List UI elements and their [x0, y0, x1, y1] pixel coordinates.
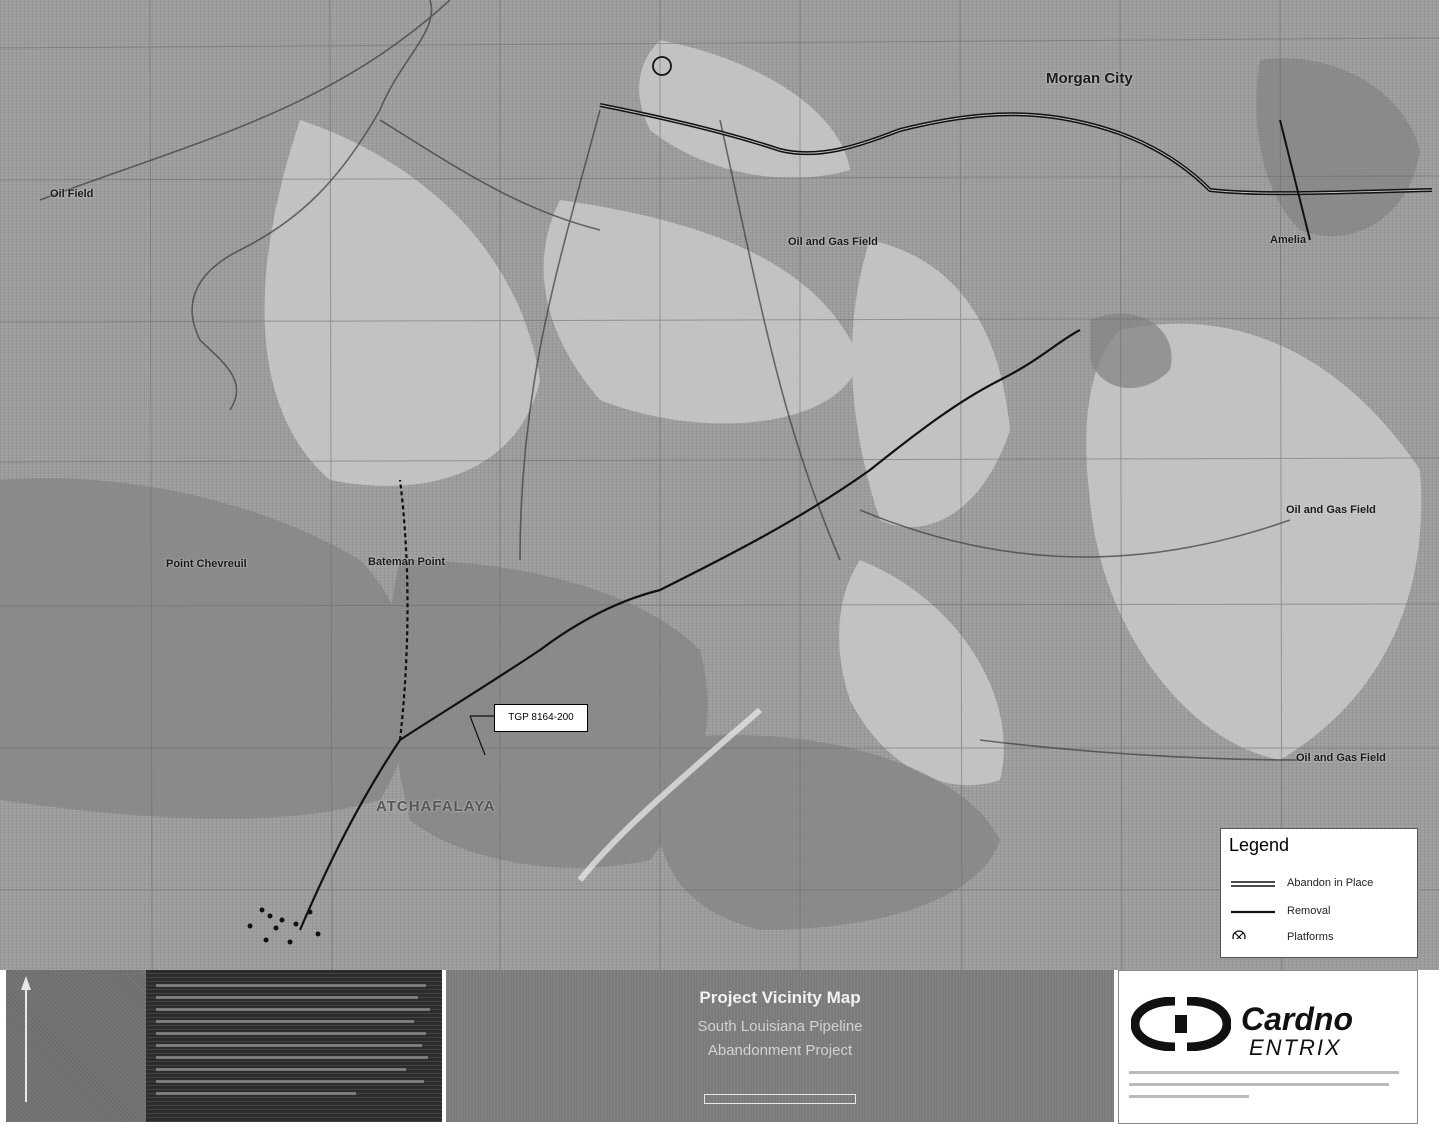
removal-line-icon	[1231, 910, 1275, 914]
legend-item-removal: Removal	[1231, 903, 1411, 923]
north-arrow-panel	[6, 970, 146, 1122]
address-line-1	[1129, 1071, 1399, 1074]
map-notes-panel	[146, 970, 442, 1122]
legend-item-abandon-in-place: Abandon in Place	[1231, 875, 1411, 895]
place-bateman-point: Bateman Point	[368, 556, 446, 568]
address-line-3	[1129, 1095, 1249, 1098]
pipeline-callout-tgp[interactable]: TGP 8164-200	[494, 704, 588, 732]
map-drawing	[0, 0, 1439, 970]
vicinity-map[interactable]: Morgan City Oil and Gas Field Oil and Ga…	[0, 0, 1439, 970]
title-block: Project Vicinity Map South Louisiana Pip…	[0, 970, 1439, 1126]
water-bodies	[0, 58, 1420, 930]
platform-icon	[1232, 930, 1246, 939]
logo-panel: Cardno ENTRIX	[1118, 970, 1418, 1124]
map-subtitle-1: South Louisiana Pipeline	[697, 1018, 863, 1035]
pipeline-removal[interactable]	[298, 329, 1081, 931]
navigation-channel	[577, 707, 762, 882]
section-grid	[0, 0, 1439, 970]
place-amelia: Amelia	[1270, 234, 1307, 246]
wetland-patches	[264, 40, 1422, 786]
address-line-2	[1129, 1083, 1389, 1086]
legend-label-removal: Removal	[1287, 905, 1331, 917]
north-arrow-icon	[21, 976, 31, 1102]
abandon-line-icon	[1231, 881, 1275, 887]
title-panel: Project Vicinity Map South Louisiana Pip…	[446, 970, 1114, 1122]
place-atchafalaya: ATCHAFALAYA	[376, 798, 496, 815]
roads	[39, 0, 1301, 761]
place-point-chevreuil: Point Chevreuil	[166, 558, 247, 570]
legend-label-abandon: Abandon in Place	[1287, 877, 1374, 889]
place-oil-field: Oil Field	[50, 188, 94, 200]
pipeline-abandon-in-place[interactable]	[599, 103, 1433, 241]
place-oil-gas-field-1: Oil and Gas Field	[788, 236, 878, 248]
callout-leader-2	[469, 715, 486, 756]
map-subtitle-2: Abandonment Project	[707, 1042, 853, 1059]
platform-markers[interactable]	[247, 56, 672, 945]
map-title: Project Vicinity Map	[699, 988, 861, 1007]
place-morgan-city: Morgan City	[1046, 70, 1133, 87]
logo-name: Cardno	[1241, 1001, 1353, 1037]
legend-title: Legend	[1229, 835, 1290, 855]
logo-subname: ENTRIX	[1249, 1035, 1342, 1060]
legend-item-platforms: Platforms	[1231, 929, 1411, 949]
cardno-logo-icon	[1131, 997, 1231, 1051]
place-oil-gas-field-3: Oil and Gas Field	[1296, 752, 1386, 764]
scale-bar	[704, 1094, 856, 1104]
legend-box: Legend Abandon in Place Removal	[1220, 828, 1418, 958]
place-oil-gas-field-2: Oil and Gas Field	[1286, 504, 1376, 516]
legend-label-platforms: Platforms	[1287, 931, 1334, 943]
